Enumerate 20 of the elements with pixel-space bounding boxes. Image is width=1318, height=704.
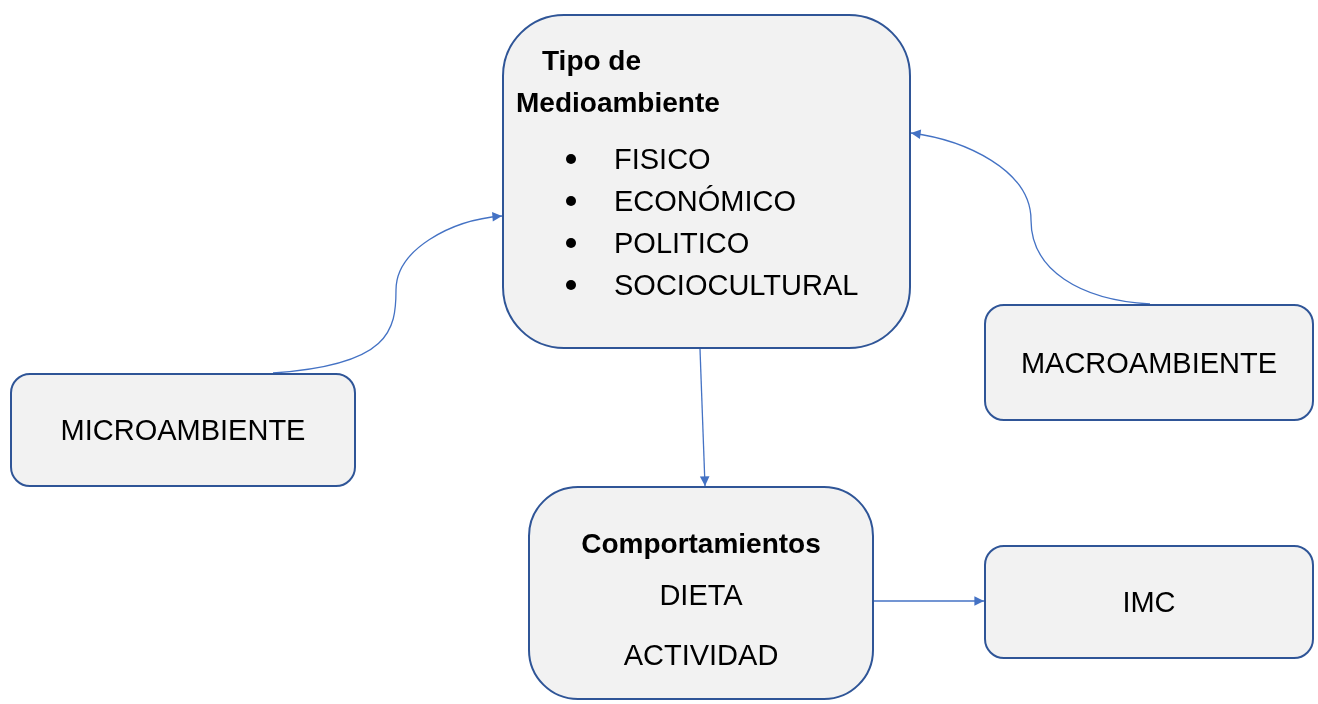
bullet-item: FISICO [614, 142, 711, 177]
bullet-item: SOCIOCULTURAL [614, 268, 859, 303]
arrow [873, 596, 985, 606]
arrow [699, 348, 710, 487]
bullet-item: POLITICO [614, 226, 750, 261]
rounded-box [984, 545, 1314, 659]
box-label: MACROAMBIENTE [1020, 345, 1278, 381]
rounded-box [528, 486, 874, 700]
box-label: MICROAMBIENTE [60, 413, 306, 448]
box-heading: Comportamientos [581, 527, 821, 561]
rounded-box [10, 373, 356, 487]
box-heading: Tipo de Medioambiente [516, 44, 721, 120]
bullet-item: ECONÓMICO [614, 184, 797, 219]
box-label: IMC [1122, 585, 1176, 620]
rounded-box [984, 304, 1314, 421]
arrow [272, 212, 503, 374]
box-text: DIETA [659, 578, 743, 613]
box-text: ACTIVIDAD [623, 638, 779, 673]
rounded-box [502, 14, 911, 349]
arrow [910, 129, 1151, 305]
